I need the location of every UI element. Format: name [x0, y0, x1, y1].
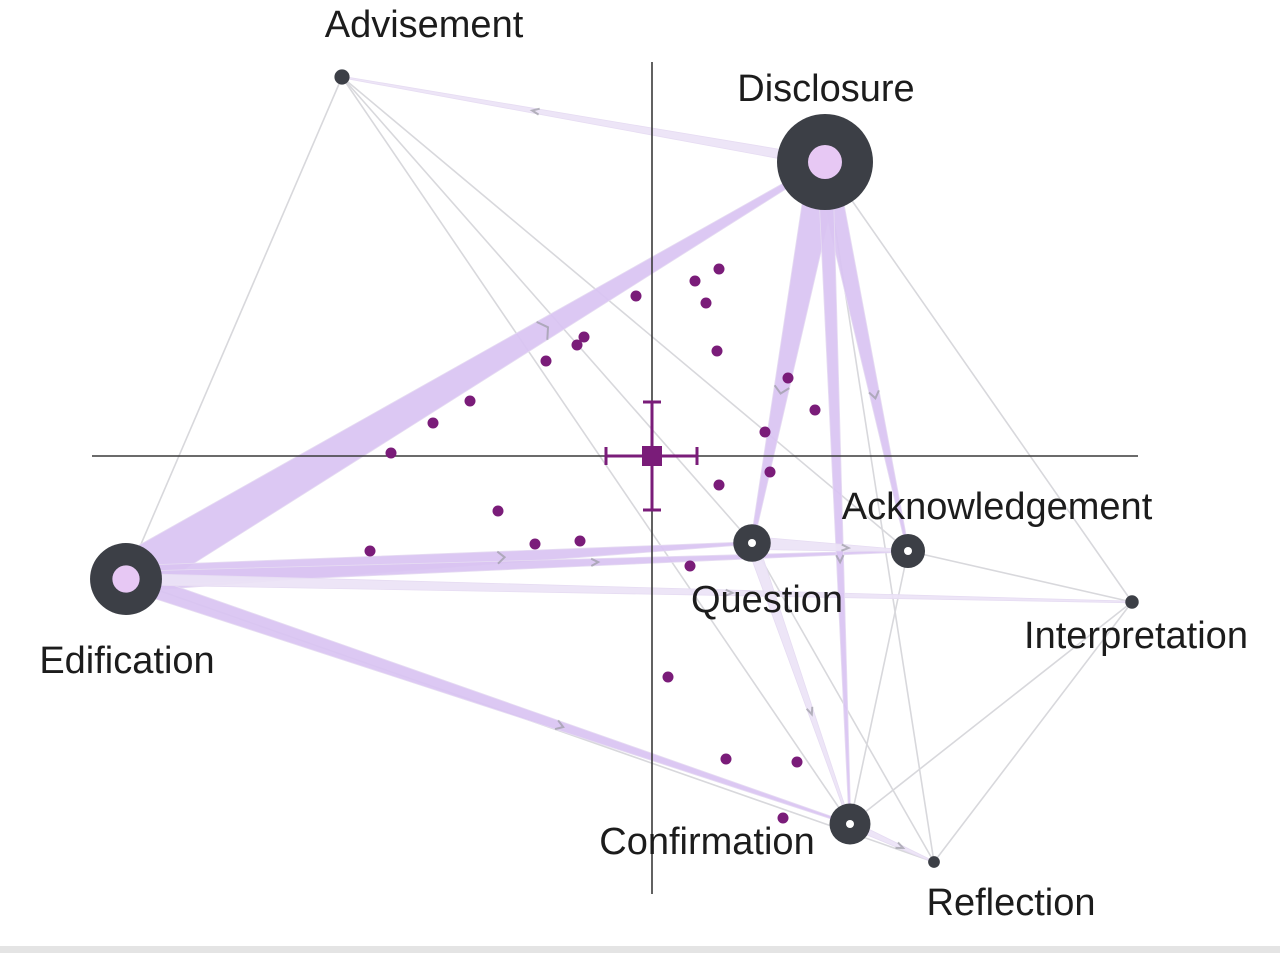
- nodes-layer: [90, 69, 1139, 868]
- unit-point-9: [782, 372, 794, 384]
- unit-point-19: [529, 538, 541, 550]
- edge-advisement-confirmation: [341, 76, 851, 825]
- unit-point-22: [662, 671, 674, 683]
- unit-point-7: [711, 345, 723, 357]
- node-label-disclosure: Disclosure: [737, 68, 914, 110]
- node-interpretation: [1125, 595, 1139, 609]
- edge-disclosure-interpretation: [824, 161, 1133, 603]
- node-label-reflection: Reflection: [927, 882, 1096, 924]
- unit-point-3: [700, 297, 712, 309]
- edge-confirmation-interpretation: [849, 601, 1133, 825]
- node-center-confirmation: [846, 820, 854, 828]
- unit-point-15: [764, 466, 776, 478]
- unit-point-14: [385, 447, 397, 459]
- weighted-edges-layer: [113, 75, 1133, 864]
- centroid-marker: [604, 400, 699, 512]
- node-label-edification: Edification: [39, 640, 214, 682]
- unit-point-17: [492, 505, 504, 517]
- edge-marker-edification-disclosure: [536, 320, 550, 340]
- bottom-rule: [0, 946, 1280, 953]
- edge-marker-disclosure-confirmation: [835, 554, 845, 565]
- unit-point-6: [571, 339, 583, 351]
- node-label-question: Question: [691, 579, 843, 621]
- node-labels-layer: Advisement Disclosure Acknowledgement Qu…: [39, 4, 1248, 924]
- node-label-advisement: Advisement: [325, 4, 524, 46]
- edge-direction-markers: [496, 107, 906, 850]
- node-label-interpretation: Interpretation: [1024, 615, 1248, 657]
- centroid-square: [642, 446, 662, 466]
- edge-interpretation-reflection: [933, 601, 1133, 863]
- edge-marker-edification-question: [496, 550, 507, 565]
- edge-edification-advisement: [125, 76, 343, 580]
- unit-point-20: [364, 545, 376, 557]
- edge-acknowledgement-confirmation: [849, 550, 909, 825]
- edge-marker-confirmation-reflection: [895, 841, 906, 850]
- node-label-confirmation: Confirmation: [599, 821, 814, 863]
- unit-point-24: [791, 756, 803, 768]
- node-center-edification: [112, 565, 140, 593]
- node-center-disclosure: [808, 145, 842, 179]
- edge-edification-disclosure: [113, 159, 827, 600]
- unit-point-2: [689, 275, 701, 287]
- unit-point-23: [720, 753, 732, 765]
- unit-point-4: [630, 290, 642, 302]
- edge-marker-edification-confirmation: [554, 719, 565, 731]
- node-center-acknowledgement: [904, 547, 912, 555]
- unit-point-21: [684, 560, 696, 572]
- unit-point-1: [713, 263, 725, 275]
- unit-point-8: [540, 355, 552, 367]
- unit-point-11: [427, 417, 439, 429]
- edge-edification-interpretation: [125, 572, 1133, 604]
- node-reflection: [928, 856, 940, 868]
- unit-point-13: [759, 426, 771, 438]
- edge-marker-question-acknowledgement: [841, 543, 852, 552]
- node-label-acknowledgement: Acknowledgement: [842, 486, 1153, 528]
- node-center-question: [748, 539, 756, 547]
- edge-marker-disclosure-acknowledgement: [868, 389, 880, 400]
- edge-marker-edification-acknowledgement: [590, 557, 601, 567]
- unit-point-10: [464, 395, 476, 407]
- edge-marker-disclosure-advisement: [529, 107, 540, 116]
- edge-marker-question-confirmation: [805, 706, 814, 717]
- unit-point-25: [777, 812, 789, 824]
- unit-point-18: [574, 535, 586, 547]
- unit-points-layer: [364, 263, 821, 824]
- node-advisement: [334, 69, 350, 85]
- unit-point-12: [809, 404, 821, 416]
- edge-marker-disclosure-question: [773, 384, 790, 395]
- unit-point-16: [713, 479, 725, 491]
- edge-acknowledgement-interpretation: [907, 550, 1133, 603]
- edge-marker-edification-interpretation: [725, 588, 736, 597]
- unit-point-5: [578, 331, 590, 343]
- edge-advisement-acknowledgement: [341, 76, 909, 552]
- edge-advisement-question: [341, 76, 753, 544]
